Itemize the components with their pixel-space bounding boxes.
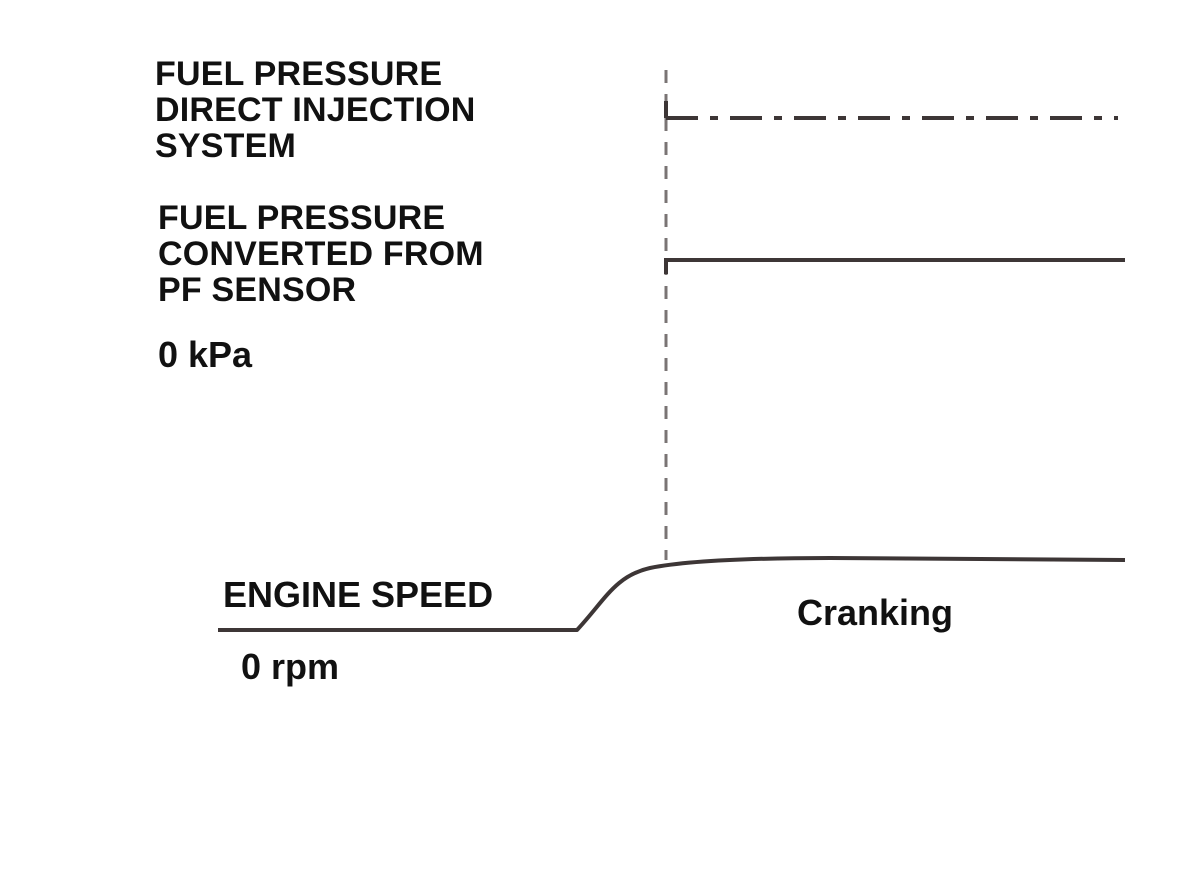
pf-sensor-pressure-label: FUEL PRESSURE CONVERTED FROM PF SENSOR bbox=[158, 199, 484, 309]
cranking-phase-label: Cranking bbox=[797, 592, 954, 633]
direct-injection-pressure-label: FUEL PRESSURE DIRECT INJECTION SYSTEM bbox=[155, 55, 476, 165]
engine-speed-label: ENGINE SPEED bbox=[223, 574, 494, 615]
engine-speed-trace bbox=[218, 556, 1126, 632]
pressure-zero-label: 0 kPa bbox=[158, 334, 253, 375]
pf-sensor-pressure-trace bbox=[664, 258, 1125, 274]
speed-zero-label: 0 rpm bbox=[241, 646, 340, 687]
direct-injection-pressure-trace bbox=[664, 101, 1118, 120]
